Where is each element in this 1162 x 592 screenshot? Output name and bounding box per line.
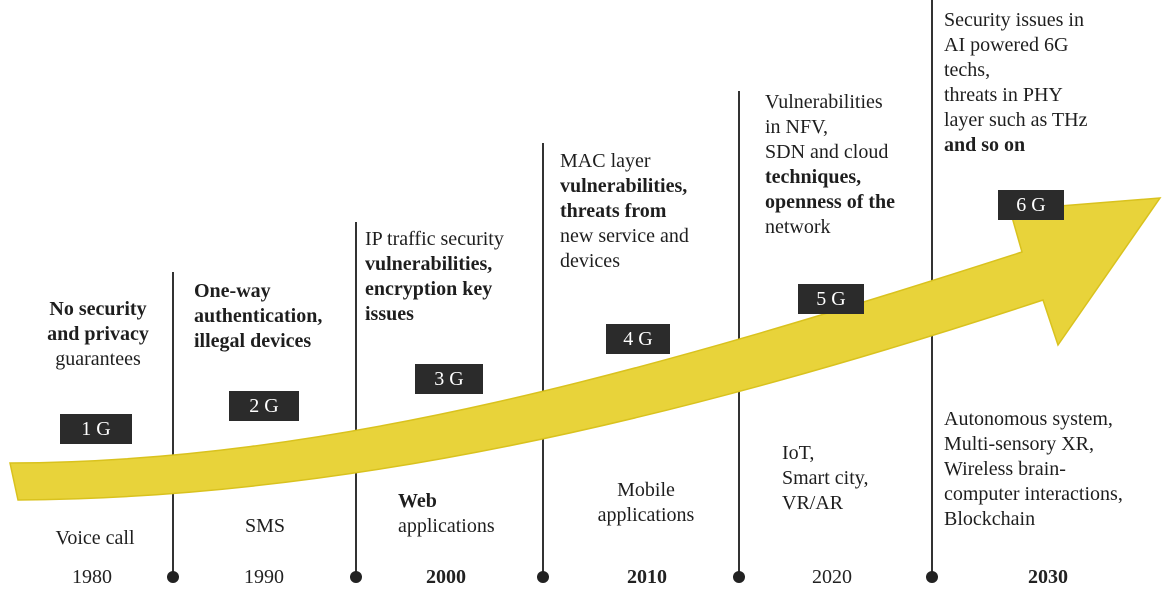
gen2-threats: One-way authentication, illegal devices — [194, 280, 323, 352]
gen1-threats: No security and privacy guarantees — [47, 298, 149, 370]
gen1-services: Voice call — [55, 527, 135, 549]
gen3-services: Web applications — [398, 490, 495, 537]
gen5-badge: 5 G — [798, 284, 864, 314]
gen3-badge: 3 G — [415, 364, 483, 394]
timeline-dot-1 — [167, 571, 179, 583]
gen6-badge: 6 G — [998, 190, 1064, 220]
growth-arrow — [9, 197, 1162, 501]
gen4-badge: 4 G — [606, 324, 670, 354]
gen6-year: 2030 — [1028, 566, 1068, 588]
gen4-year: 2010 — [627, 566, 667, 588]
gen5-year: 2020 — [812, 566, 852, 588]
gen2-services: SMS — [244, 515, 286, 537]
timeline-dot-3 — [537, 571, 549, 583]
gen4-threats: MAC layer vulnerabilities, threats from … — [560, 150, 689, 272]
gen2-year: 1990 — [244, 566, 284, 588]
timeline-dot-4 — [733, 571, 745, 583]
gen3-year: 2000 — [426, 566, 466, 588]
timeline-dot-2 — [350, 571, 362, 583]
gen6-threats: Security issues in AI powered 6G techs, … — [944, 9, 1088, 156]
timeline-dot-5 — [926, 571, 938, 583]
gen4-services: Mobile applications — [597, 479, 695, 526]
gen2-badge: 2 G — [229, 391, 299, 421]
gen1-badge: 1 G — [60, 414, 132, 444]
gen6-services: Autonomous system, Multi-sensory XR, Wir… — [944, 408, 1123, 530]
gen5-services: IoT, Smart city, VR/AR — [782, 442, 869, 514]
gen5-threats: Vulnerabilities in NFV, SDN and cloud te… — [765, 91, 896, 238]
gen1-year: 1980 — [72, 566, 112, 588]
gen3-threats: IP traffic security vulnerabilities, enc… — [365, 228, 504, 325]
